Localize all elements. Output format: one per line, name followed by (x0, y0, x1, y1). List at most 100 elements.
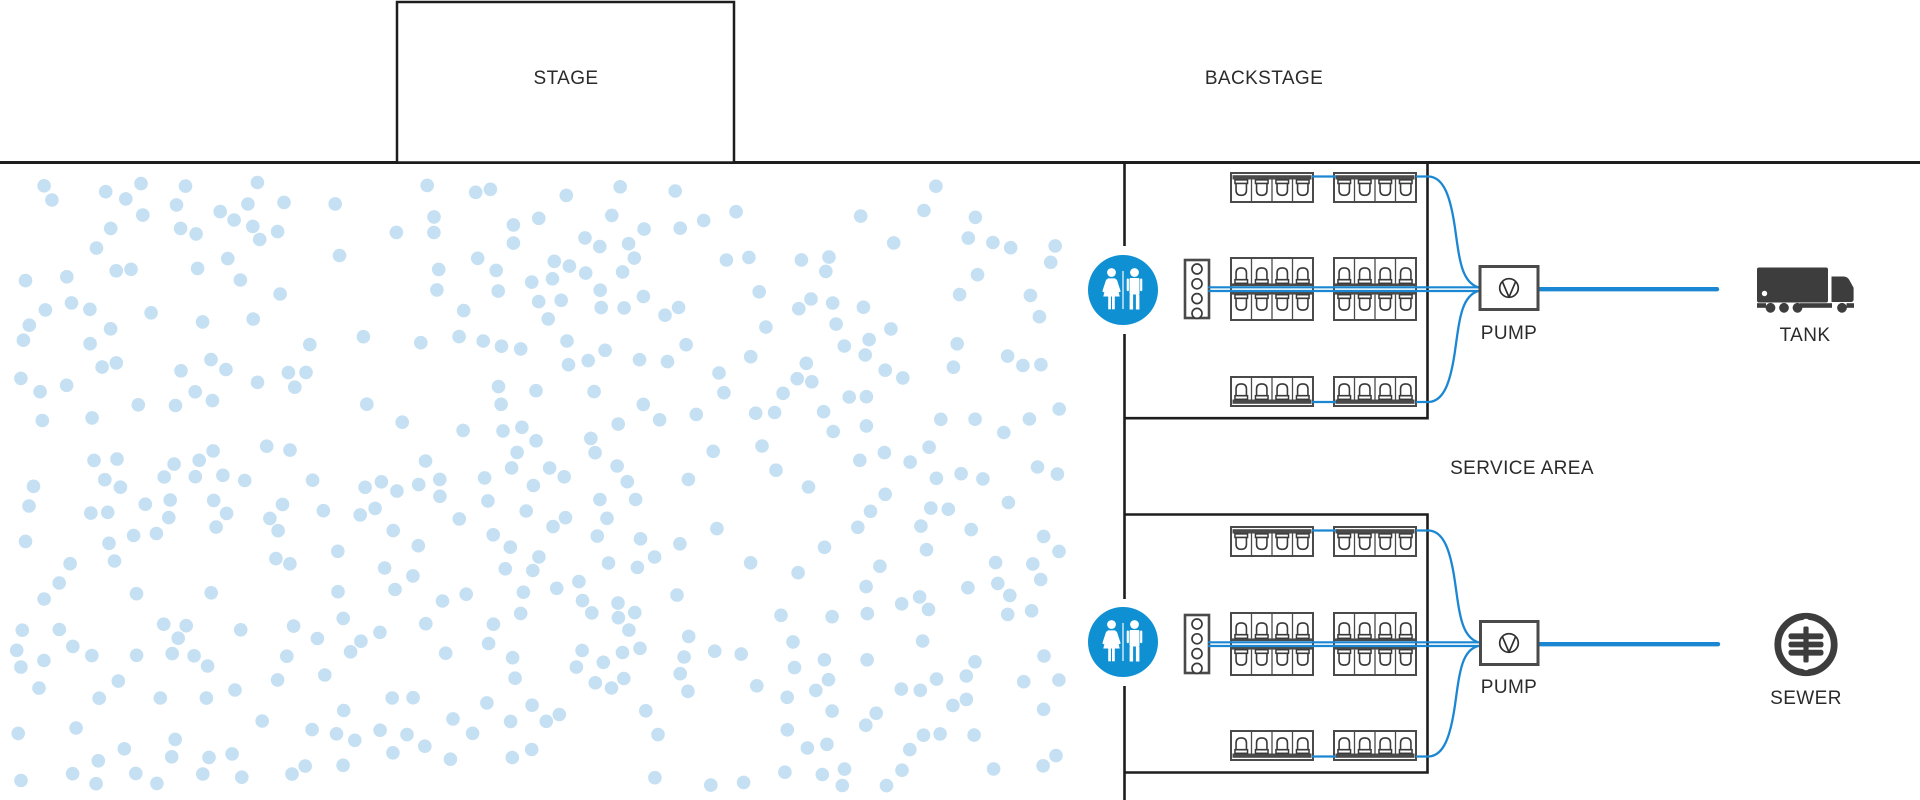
crowd-dot (85, 411, 99, 425)
crowd-dot (298, 759, 313, 773)
toilet-icon (1399, 622, 1412, 636)
crowd-dot (250, 175, 265, 190)
crowd-dot (946, 360, 961, 375)
crowd-dot (719, 253, 734, 267)
sewer-drain-icon (1774, 612, 1838, 677)
crowd-dot (915, 634, 930, 648)
crowd-dot (968, 210, 983, 225)
crowd-dot (819, 264, 833, 279)
wash-basin (1191, 277, 1203, 290)
crowd-dot (178, 179, 193, 193)
crowd-dot (759, 320, 773, 334)
crowd-dot (596, 655, 611, 670)
crowd-dot (390, 484, 404, 498)
crowd-dot (997, 425, 1011, 440)
crowd-dot (950, 337, 964, 351)
crowd-dot (503, 540, 518, 554)
crowd-dot (706, 444, 720, 459)
crowd-dot (187, 649, 201, 663)
toilet-icon (1296, 622, 1309, 636)
crowd-dot (85, 648, 99, 663)
crowd-dot (491, 284, 506, 298)
crowd-dot (414, 335, 428, 350)
crowd-dot (169, 198, 184, 212)
crowd-dot (671, 300, 686, 315)
crowd-dot (259, 439, 274, 454)
crowd-dot (480, 696, 494, 710)
tank-truck-icon (1757, 267, 1854, 313)
wash-basin (1191, 263, 1203, 275)
crowd-dot (916, 728, 931, 742)
crowd-dot (673, 666, 687, 681)
crowd-dot (859, 579, 873, 594)
crowd-dot (285, 767, 299, 781)
crowd-dot (1001, 495, 1016, 510)
crowd-dot (486, 617, 501, 631)
crowd-dot (967, 728, 981, 742)
crowd-dot (356, 329, 371, 344)
toilet-icon (1379, 267, 1392, 281)
crowd-dot (192, 453, 206, 468)
crowd-dot (377, 561, 392, 575)
crowd-dot (83, 302, 97, 317)
crowd-dot (968, 655, 982, 669)
crowd-dot (681, 684, 695, 699)
crowd-dot (917, 203, 931, 218)
toilet-bank (1333, 172, 1417, 203)
crowd-dot (419, 616, 433, 631)
crowd-dot (922, 440, 936, 455)
crowd-dot (590, 529, 605, 543)
crowd-dot (557, 470, 571, 484)
crowd-dot (578, 231, 592, 245)
crowd-dot (59, 378, 74, 393)
sewer-label: SEWER (1770, 688, 1842, 709)
crowd-dot (954, 466, 968, 481)
crowd-dot (129, 586, 144, 601)
crowd-dot (305, 722, 319, 737)
crowd-dot (60, 270, 74, 284)
crowd-dot (961, 231, 976, 245)
crowd-dot (799, 356, 814, 371)
crowd-dot (748, 406, 763, 421)
crowd-dot (400, 727, 414, 742)
crowd-dot (506, 218, 521, 232)
crowd-dot (503, 714, 518, 729)
crowd-dot (860, 606, 875, 621)
crowd-dot (647, 550, 662, 564)
crowd-dot (633, 532, 648, 546)
toilet-icon (1338, 297, 1351, 311)
crowd-dot (1023, 288, 1038, 303)
crowd-dots (9, 175, 1066, 793)
stage-label: STAGE (534, 68, 599, 89)
crowd-dot (196, 767, 210, 781)
crowd-dot (1003, 240, 1018, 255)
crowd-dot (433, 472, 447, 487)
crowd-dot (961, 580, 975, 595)
crowd-dot (822, 250, 836, 264)
crowd-dot (109, 264, 123, 278)
crowd-dot (150, 776, 164, 791)
crowd-dot (199, 691, 214, 705)
toilet-bank (1230, 172, 1314, 203)
crowd-dot (712, 366, 726, 380)
crowd-dot (188, 469, 203, 484)
crowd-dot (851, 520, 865, 535)
crowd-dot (200, 659, 215, 673)
toilet-icon (1276, 737, 1289, 751)
wash-basin (1191, 662, 1203, 675)
crowd-dot (288, 380, 302, 395)
toilet-icon (1276, 622, 1289, 636)
crowd-dot (575, 593, 590, 608)
toilet-icon (1358, 267, 1371, 281)
crowd-dot (630, 560, 645, 575)
crowd-dot (934, 412, 948, 427)
crowd-dot (862, 332, 876, 347)
crowd-dot (69, 721, 83, 735)
crowd-dot (829, 317, 843, 331)
crowd-dot (894, 682, 909, 696)
crowd-dot (109, 356, 124, 370)
crowd-dot (604, 681, 619, 695)
pump-icon (1498, 632, 1520, 654)
crowd-dot (52, 576, 66, 590)
crowd-dot (903, 455, 917, 469)
